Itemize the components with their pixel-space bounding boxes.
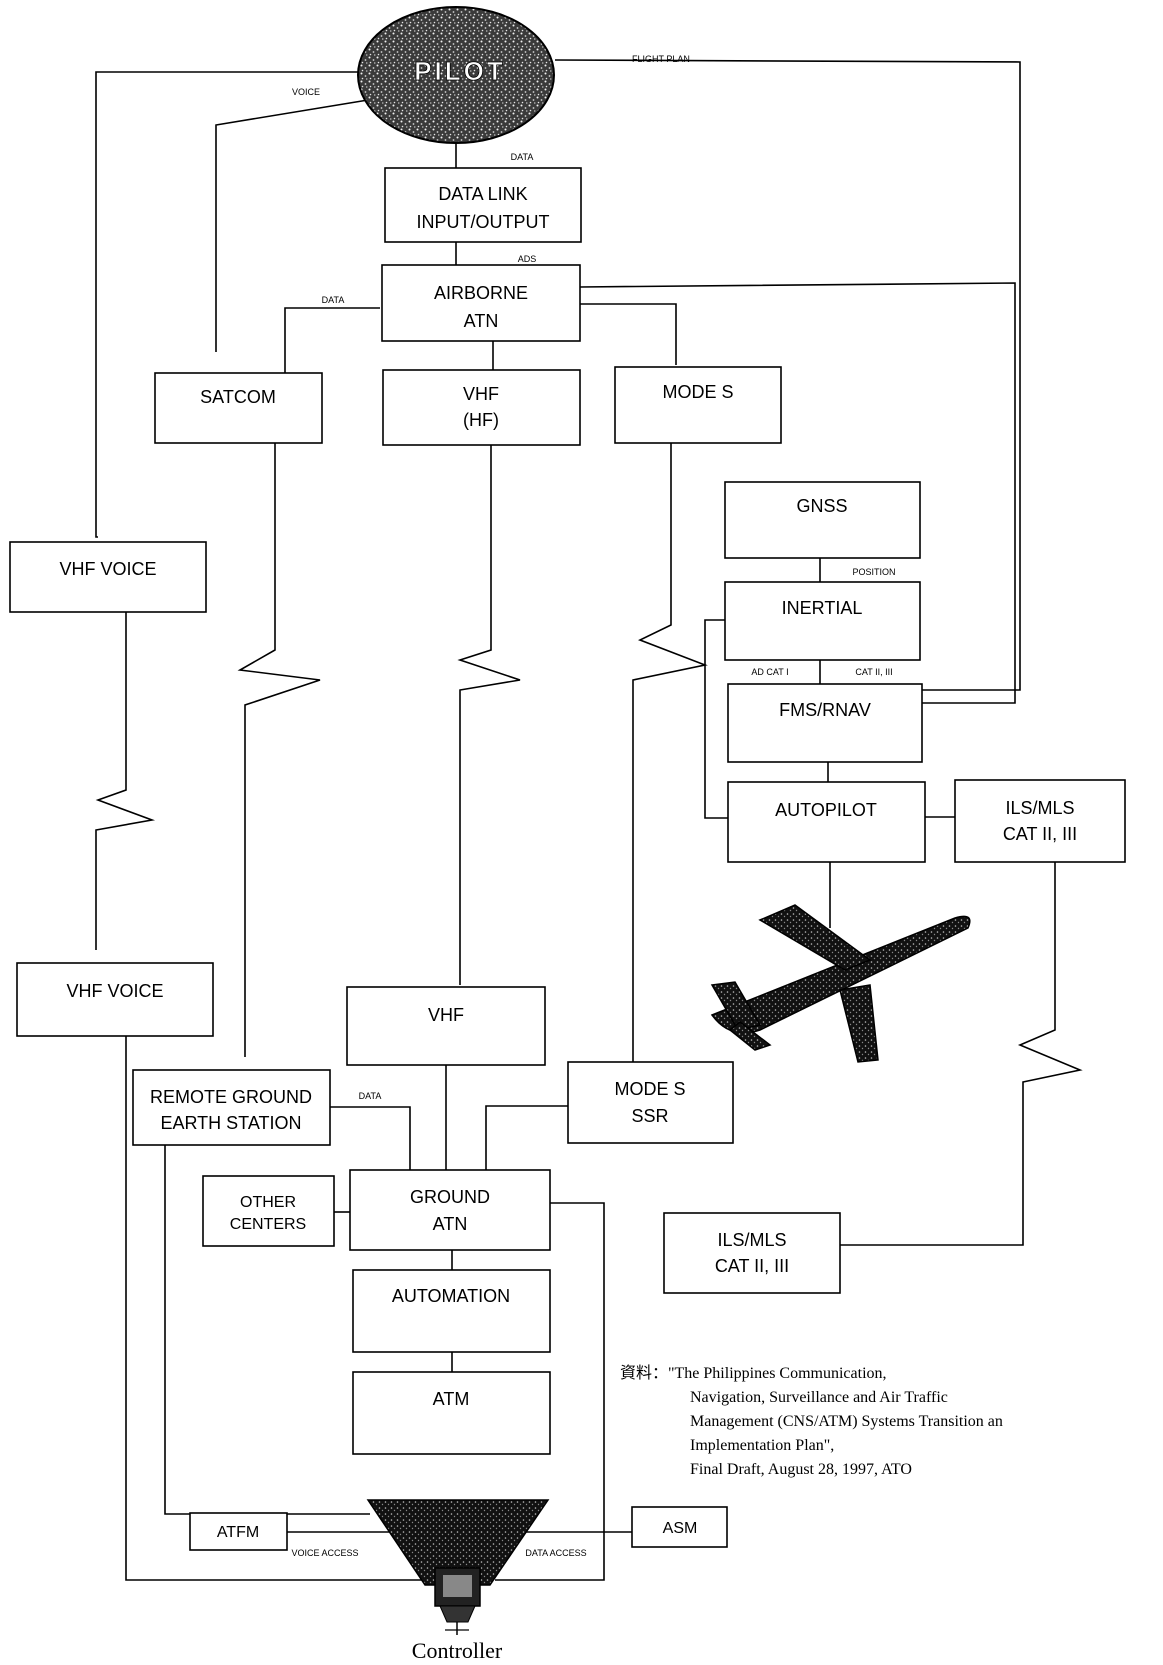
box-automation: AUTOMATION (352, 1269, 551, 1353)
label-data-pilot: DATA (511, 152, 534, 162)
box-ils-mls-ground-line2: CAT II, III (715, 1256, 789, 1276)
box-automation-line1: AUTOMATION (392, 1286, 510, 1306)
box-atfm: ATFM (189, 1512, 288, 1551)
source-note: 資料："The Philippines Communication, Navig… (620, 1364, 1003, 1478)
remote-atn-link (330, 1106, 411, 1170)
box-fms-rnav-line1: FMS/RNAV (779, 700, 871, 720)
modes-ssr-link (632, 443, 708, 1062)
box-other-centers: OTHER CENTERS (202, 1175, 335, 1247)
atn-satcom-link (284, 307, 380, 375)
box-ils-mls-air-line1: ILS/MLS (1005, 798, 1074, 818)
controller-label: Controller (412, 1638, 503, 1663)
box-vhf-voice-1: VHF VOICE (9, 541, 207, 613)
satcom-remote-link (237, 443, 321, 1057)
box-mode-s-ssr: MODE S SSR (567, 1061, 734, 1144)
box-atm: ATM (352, 1371, 551, 1455)
box-other-centers-line1: OTHER (240, 1194, 296, 1211)
aircraft-icon (710, 904, 971, 1063)
box-autopilot-line1: AUTOPILOT (775, 800, 877, 820)
pilot-flight-plan-link (554, 59, 1021, 691)
pilot-label: PILOT (414, 56, 506, 86)
label-cat-ii-iii: CAT II, III (855, 667, 892, 677)
box-ils-mls-air-line2: CAT II, III (1003, 824, 1077, 844)
label-ad-cat: AD CAT I (751, 667, 788, 677)
label-voice-access: VOICE ACCESS (291, 1548, 358, 1558)
source-note-line2: Navigation, Surveillance and Air Traffic (690, 1389, 948, 1406)
source-note-line1: 資料："The Philippines Communication, (620, 1364, 887, 1382)
label-data-access: DATA ACCESS (525, 1548, 586, 1558)
box-remote-ground-line1: REMOTE GROUND (150, 1087, 312, 1107)
box-other-centers-line2: CENTERS (230, 1216, 306, 1233)
label-flight-plan: FLIGHT PLAN (632, 54, 690, 64)
pilot-satcom-link (215, 99, 369, 352)
box-satcom-line1: SATCOM (200, 387, 276, 407)
box-data-link-line2: INPUT/OUTPUT (417, 212, 550, 232)
box-vhf-hf-line1: VHF (463, 384, 499, 404)
box-airborne-atn-line2: ATN (464, 311, 499, 331)
vhf-voice-controller-link (125, 1036, 440, 1581)
box-vhf-voice-2-line1: VHF VOICE (66, 981, 163, 1001)
box-mode-s-air: MODE S (614, 366, 782, 444)
box-ils-mls-air: ILS/MLS CAT II, III (954, 779, 1126, 863)
vhf-ground-link (457, 445, 521, 985)
vhf-voice-zigzag (95, 612, 156, 950)
remote-controller-link (164, 1145, 370, 1515)
box-mode-s-air-line1: MODE S (662, 382, 733, 402)
box-mode-s-ssr-line2: SSR (631, 1106, 668, 1126)
box-ils-mls-ground-line1: ILS/MLS (717, 1230, 786, 1250)
label-voice: VOICE (292, 87, 320, 97)
box-remote-ground: REMOTE GROUND EARTH STATION (132, 1069, 331, 1146)
box-ground-atn-line1: GROUND (410, 1187, 490, 1207)
pilot-voice-link (95, 71, 358, 538)
box-atfm-line1: ATFM (217, 1524, 259, 1541)
source-note-line4: Implementation Plan", (690, 1437, 834, 1454)
box-atm-line1: ATM (433, 1389, 470, 1409)
box-vhf-voice-2: VHF VOICE (16, 962, 214, 1037)
box-asm-line1: ASM (663, 1520, 698, 1537)
box-autopilot: AUTOPILOT (727, 781, 926, 863)
label-data-airborne: DATA (322, 295, 345, 305)
box-remote-ground-line2: EARTH STATION (160, 1113, 301, 1133)
box-asm: ASM (631, 1506, 728, 1548)
box-inertial: INERTIAL (724, 581, 921, 661)
controller-icon (366, 1499, 550, 1635)
box-vhf-ground: VHF (346, 986, 546, 1066)
box-gnss: GNSS (724, 481, 921, 559)
box-ground-atn-line2: ATN (433, 1214, 468, 1234)
atn-controller-link (495, 1202, 605, 1581)
box-vhf-ground-line1: VHF (428, 1005, 464, 1025)
box-airborne-atn: AIRBORNE ATN (381, 264, 581, 342)
box-vhf-hf: VHF (HF) (382, 369, 581, 446)
label-position: POSITION (852, 567, 895, 577)
atn-fms-link (579, 282, 1016, 704)
connector-lines (95, 59, 1083, 1581)
ils-zigzag-link (840, 862, 1083, 1246)
box-gnss-line1: GNSS (796, 496, 847, 516)
box-vhf-voice-1-line1: VHF VOICE (59, 559, 156, 579)
box-airborne-atn-line1: AIRBORNE (434, 283, 528, 303)
ssr-atn-link (485, 1105, 568, 1170)
inertial-autopilot-link (704, 619, 728, 819)
label-data-ground: DATA (359, 1091, 382, 1101)
box-fms-rnav: FMS/RNAV (727, 683, 923, 763)
pilot-ellipse (357, 6, 555, 144)
pilot-node: PILOT (357, 6, 555, 144)
box-ils-mls-ground: ILS/MLS CAT II, III (663, 1212, 841, 1294)
box-ground-atn: GROUND ATN (349, 1169, 551, 1251)
box-satcom: SATCOM (154, 372, 323, 444)
box-mode-s-ssr-line1: MODE S (614, 1079, 685, 1099)
box-data-link: DATA LINK INPUT/OUTPUT (384, 167, 582, 243)
source-note-line3: Management (CNS/ATM) Systems Transition … (690, 1413, 1003, 1430)
box-inertial-line1: INERTIAL (782, 598, 863, 618)
box-vhf-hf-line2: (HF) (463, 410, 499, 430)
label-ads: ADS (518, 254, 537, 264)
source-note-line5: Final Draft, August 28, 1997, ATO (690, 1461, 912, 1478)
link-labels: VOICE FLIGHT PLAN DATA ADS DATA POSITION… (291, 54, 895, 1558)
atn-modes-link (580, 303, 677, 365)
box-data-link-line1: DATA LINK (438, 184, 527, 204)
